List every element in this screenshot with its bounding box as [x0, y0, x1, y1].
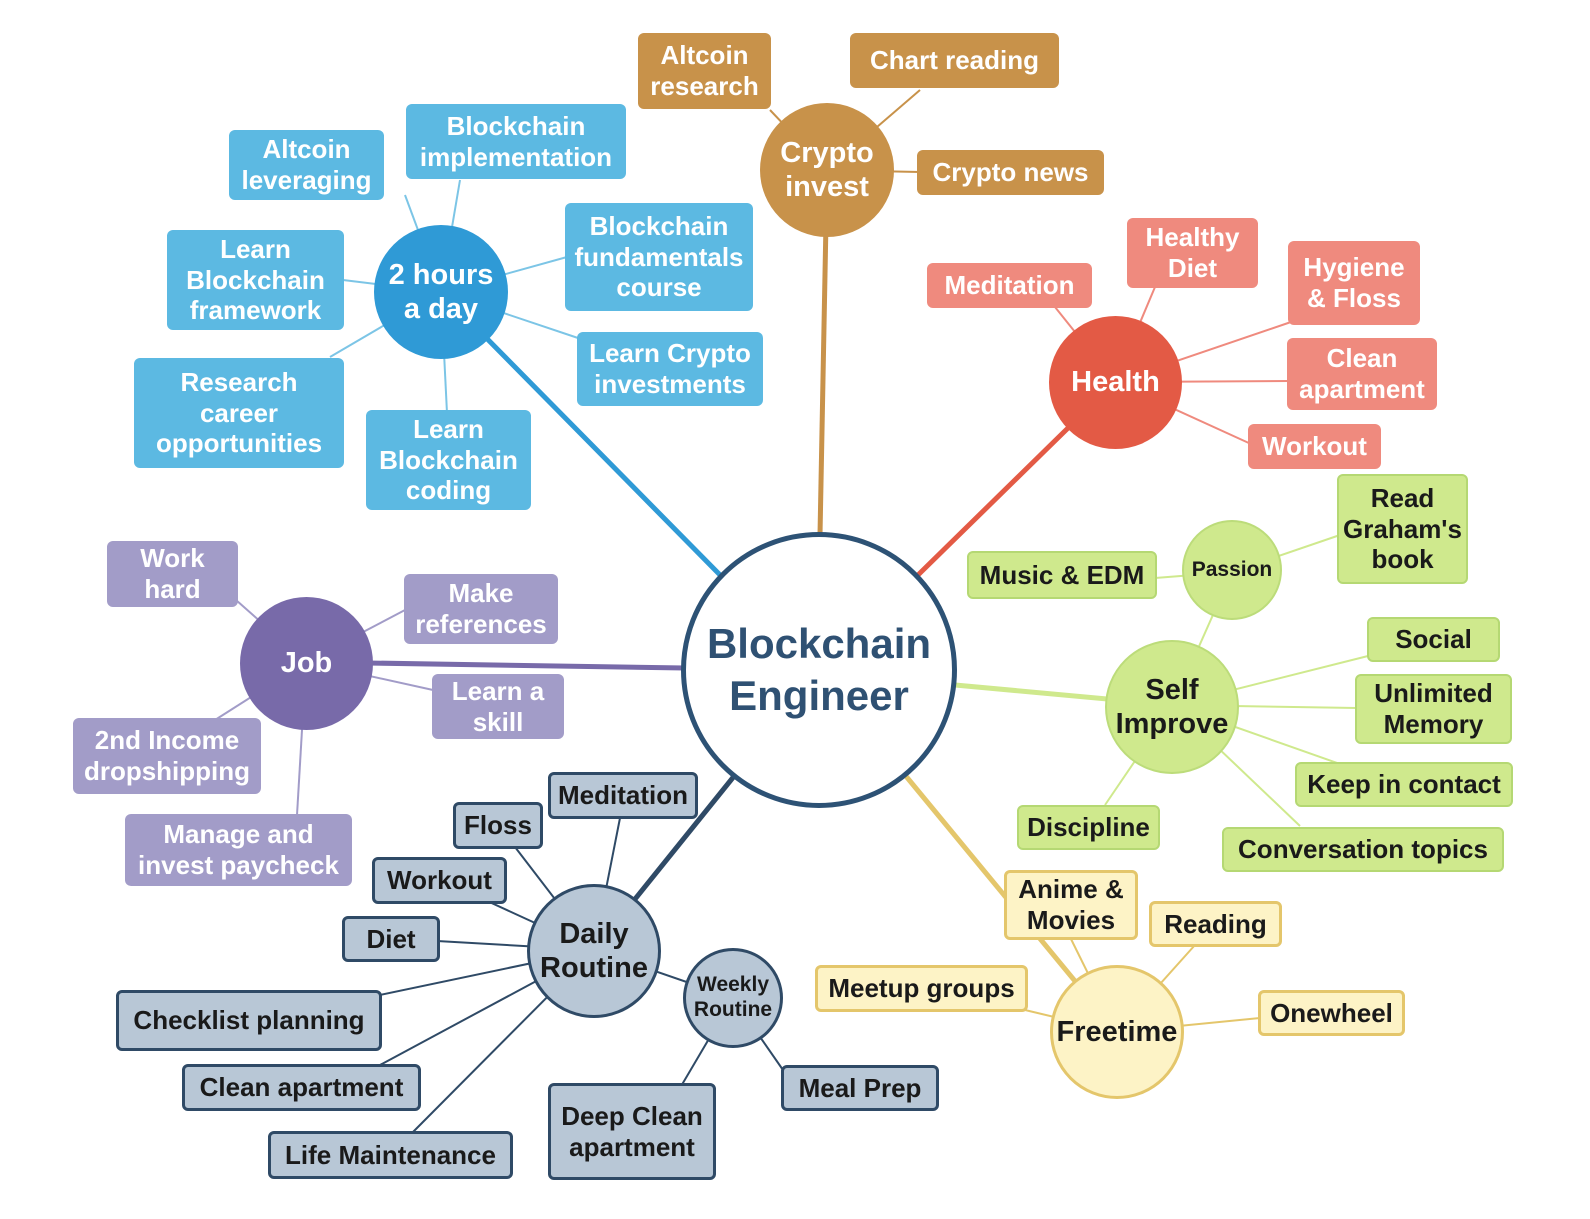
node-make-references[interactable]: Make references: [404, 574, 558, 644]
node-daily-workout[interactable]: Workout: [372, 857, 507, 904]
node-checklist-planning[interactable]: Checklist planning: [116, 990, 382, 1051]
node-crypto-news[interactable]: Crypto news: [917, 150, 1104, 195]
node-anime-movies[interactable]: Anime & Movies: [1004, 870, 1138, 940]
node-learn-a-skill[interactable]: Learn a skill: [432, 674, 564, 739]
node-daily-meditation[interactable]: Meditation: [548, 772, 698, 819]
node-health-workout[interactable]: Workout: [1248, 424, 1381, 469]
node-daily-routine[interactable]: Daily Routine: [527, 884, 661, 1018]
node-self-improve[interactable]: Self Improve: [1105, 640, 1239, 774]
node-research-career-opportunities[interactable]: Research career opportunities: [134, 358, 344, 468]
node-crypto-invest[interactable]: Crypto invest: [760, 103, 894, 237]
node-keep-in-contact[interactable]: Keep in contact: [1295, 762, 1513, 807]
node-meetup-groups[interactable]: Meetup groups: [815, 965, 1028, 1012]
node-life-maintenance[interactable]: Life Maintenance: [268, 1131, 513, 1179]
node-health[interactable]: Health: [1049, 316, 1182, 449]
node-job[interactable]: Job: [240, 597, 373, 730]
node-conversation-topics[interactable]: Conversation topics: [1222, 827, 1504, 872]
node-learn-blockchain-framework[interactable]: Learn Blockchain framework: [167, 230, 344, 330]
node-weekly-routine[interactable]: Weekly Routine: [683, 948, 783, 1048]
node-blockchain-fundamentals-course[interactable]: Blockchain fundamentals course: [565, 203, 753, 311]
node-social[interactable]: Social: [1367, 617, 1500, 662]
node-chart-reading[interactable]: Chart reading: [850, 33, 1059, 88]
node-altcoin-leveraging[interactable]: Altcoin leveraging: [229, 130, 384, 200]
node-manage-invest-paycheck[interactable]: Manage and invest paycheck: [125, 814, 352, 886]
node-freetime[interactable]: Freetime: [1050, 965, 1184, 1099]
central-topic[interactable]: Blockchain Engineer: [681, 532, 957, 808]
node-diet[interactable]: Diet: [342, 916, 440, 962]
node-altcoin-research[interactable]: Altcoin research: [638, 33, 771, 109]
node-read-grahams-book[interactable]: Read Graham's book: [1337, 474, 1468, 584]
node-healthy-diet[interactable]: Healthy Diet: [1127, 218, 1258, 288]
node-work-hard[interactable]: Work hard: [107, 541, 238, 607]
node-discipline[interactable]: Discipline: [1017, 805, 1160, 850]
node-daily-clean-apartment[interactable]: Clean apartment: [182, 1064, 421, 1111]
node-deep-clean-apartment[interactable]: Deep Clean apartment: [548, 1083, 716, 1180]
node-blockchain-implementation[interactable]: Blockchain implementation: [406, 104, 626, 179]
node-learn-crypto-investments[interactable]: Learn Crypto investments: [577, 332, 763, 406]
node-floss[interactable]: Floss: [453, 802, 543, 849]
node-clean-apartment-health[interactable]: Clean apartment: [1287, 338, 1437, 410]
node-hygiene-floss[interactable]: Hygiene & Floss: [1288, 241, 1420, 325]
node-onewheel[interactable]: Onewheel: [1258, 990, 1405, 1036]
node-passion[interactable]: Passion: [1182, 520, 1282, 620]
node-reading[interactable]: Reading: [1149, 901, 1282, 947]
node-unlimited-memory[interactable]: Unlimited Memory: [1355, 674, 1512, 744]
branch-line-two-hours: [439, 290, 727, 582]
node-health-meditation[interactable]: Meditation: [927, 263, 1092, 308]
node-meal-prep[interactable]: Meal Prep: [781, 1065, 939, 1111]
node-music-edm[interactable]: Music & EDM: [967, 551, 1157, 599]
node-two-hours-a-day[interactable]: 2 hours a day: [374, 225, 508, 359]
node-learn-blockchain-coding[interactable]: Learn Blockchain coding: [366, 410, 531, 510]
node-2nd-income-dropshipping[interactable]: 2nd Income dropshipping: [73, 718, 261, 794]
